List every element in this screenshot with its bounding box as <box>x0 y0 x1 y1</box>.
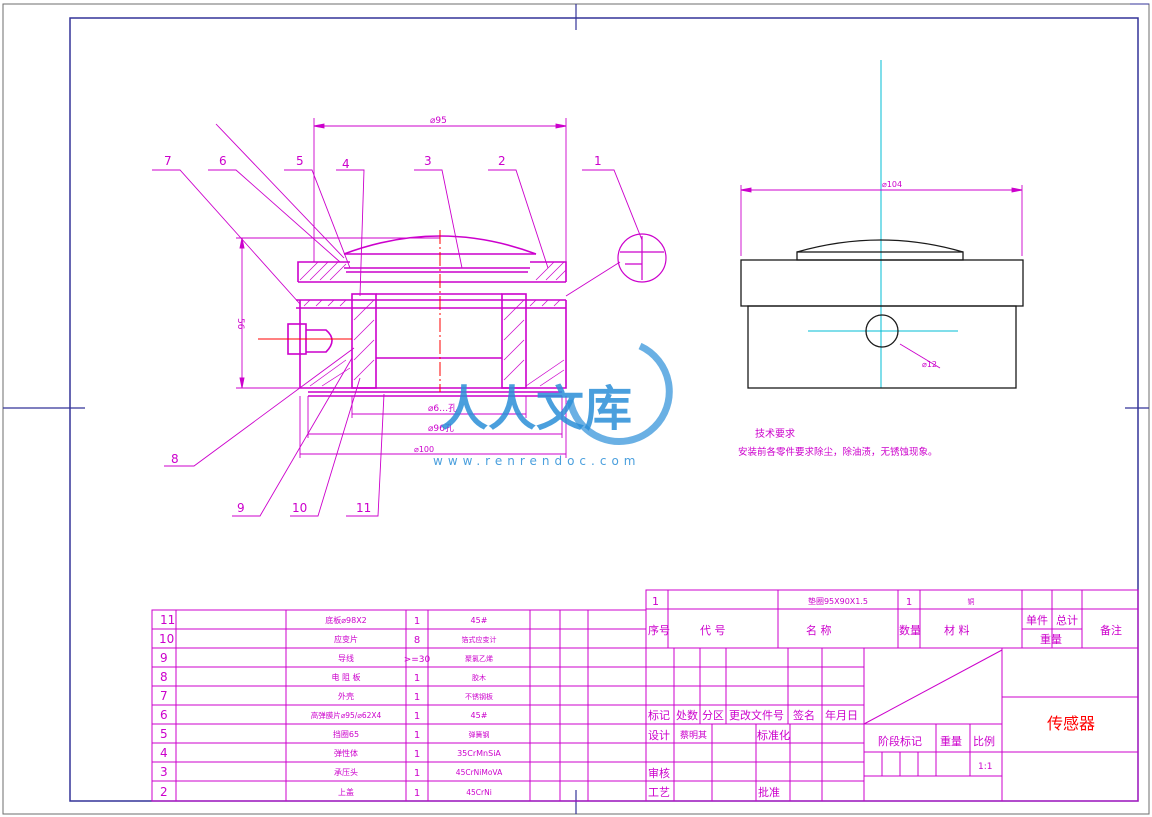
label-mark: 标记 <box>648 708 670 722</box>
parts-row-name: 导线 <box>338 653 354 663</box>
header-name: 名 称 <box>806 623 832 637</box>
watermark: 人人文库 www.renrendoc.com <box>433 342 673 468</box>
parts-row-no: 7 <box>160 689 168 703</box>
parts-row-name: 高弹膜片⌀95/⌀62X4 <box>311 710 382 720</box>
part-number-11: 11 <box>356 501 371 515</box>
parts-row-qty: >=30 <box>404 655 431 665</box>
header-qty: 数量 <box>899 624 921 637</box>
label-review: 审核 <box>648 766 670 780</box>
parts-row-material: 弹簧钢 <box>469 730 490 739</box>
parts-row-no: 8 <box>160 670 168 684</box>
header-material: 材 料 <box>944 623 970 637</box>
dim-d6: ⌀6…孔 <box>428 403 457 414</box>
header-unit: 单件 <box>1026 614 1048 627</box>
parts-row-name: 承压头 <box>334 767 358 777</box>
side-view: ⌀104 ⌀12 <box>740 60 1024 389</box>
label-standard: 标准化 <box>757 728 790 742</box>
parts-row-material: 不锈钢板 <box>465 692 493 701</box>
parts-row-no: 2 <box>160 785 168 799</box>
parts-row-material: 45# <box>471 616 488 625</box>
dim-d95: ⌀95 <box>430 116 447 126</box>
dim-d96: ⌀96孔 <box>428 423 454 434</box>
label-zone: 分区 <box>702 709 724 722</box>
parts-row-material: 45CrNiMoVA <box>456 768 503 777</box>
parts-row-material: 35CrMnSiA <box>457 749 501 758</box>
watermark-brand: 人人文库 <box>440 381 632 437</box>
parts-row-qty: 8 <box>414 635 420 646</box>
part-number-1: 1 <box>594 154 602 168</box>
part-number-10: 10 <box>292 501 307 515</box>
parts-row-qty: 1 <box>414 616 420 627</box>
part-number-5: 5 <box>296 154 304 168</box>
parts-row-material: 箔式应变计 <box>462 635 497 644</box>
parts-row-no: 9 <box>160 651 168 665</box>
title-block: 1 垫圈95X90X1.5 1 铜 序号 代 号 名 称 数量 材 料 单件 总… <box>645 589 1139 802</box>
part-number-8: 8 <box>171 452 179 466</box>
parts-row-name: 应变片 <box>334 634 358 644</box>
parts-row-material: 45CrNi <box>466 788 492 797</box>
parts-row-material: 聚氯乙烯 <box>465 654 493 663</box>
parts-row1-name: 垫圈95X90X1.5 <box>808 596 868 606</box>
dim-h56: 56 <box>235 318 245 330</box>
parts-row1-material: 铜 <box>968 597 975 606</box>
part-number-2: 2 <box>498 154 506 168</box>
parts-row-qty: 1 <box>414 788 420 799</box>
label-sign: 签名 <box>793 708 815 722</box>
parts-row-qty: 1 <box>414 749 420 760</box>
designer-name: 蔡明其 <box>680 729 707 741</box>
parts-row-no: 11 <box>160 613 175 627</box>
header-remark: 备注 <box>1100 623 1122 637</box>
header-code: 代 号 <box>700 624 726 637</box>
part-number-4: 4 <box>342 157 350 171</box>
parts-row-no: 5 <box>160 727 168 741</box>
parts-row-no: 6 <box>160 708 168 722</box>
parts-row-material: 胶木 <box>472 673 486 682</box>
tech-requirements-text: 安装前各零件要求除尘，除油渍，无锈蚀现象。 <box>738 446 938 458</box>
parts-row-no: 3 <box>160 765 168 779</box>
parts-row-name: 外壳 <box>338 691 354 701</box>
label-change-doc: 更改文件号 <box>729 708 784 722</box>
header-seq: 序号 <box>648 623 670 637</box>
parts-row-name: 电 阻 板 <box>331 672 360 682</box>
watermark-url: www.renrendoc.com <box>433 454 640 468</box>
parts-row-qty: 1 <box>414 692 420 703</box>
parts-row-name: 弹性体 <box>334 748 358 758</box>
part-number-3: 3 <box>424 154 432 168</box>
header-weight: 重量 <box>1040 632 1062 646</box>
parts-row-name: 挡圈65 <box>333 729 359 739</box>
parts-row-qty: 1 <box>414 730 420 741</box>
parts-row-qty: 1 <box>414 711 420 722</box>
parts-row-material: 45# <box>471 711 488 720</box>
parts-row-name: 底板⌀98X2 <box>325 615 367 625</box>
label-count: 处数 <box>676 709 698 722</box>
section-view: ⌀95 56 ⌀6…孔 ⌀96孔 ⌀100 7 6 5 4 3 2 1 8 9 … <box>152 116 667 517</box>
label-approve: 批准 <box>758 785 780 799</box>
parts-row-qty: 1 <box>414 673 420 684</box>
parts-row1-no: 1 <box>652 595 659 608</box>
label-date: 年月日 <box>825 708 858 722</box>
label-stage: 阶段标记 <box>878 734 922 748</box>
parts-row-no: 4 <box>160 746 168 760</box>
parts-row-qty: 1 <box>414 768 420 779</box>
scale-value: 1:1 <box>978 762 992 772</box>
part-number-7: 7 <box>164 154 172 168</box>
dim-d100: ⌀100 <box>414 445 434 454</box>
label-scale: 比例 <box>973 734 995 748</box>
parts-row-no: 10 <box>159 632 174 646</box>
tech-requirements-title: 技术要求 <box>755 427 795 440</box>
parts-list-table: 11 底板⌀98X2 1 45# 10 应变片 8 箔式应变计 9 导线 >=3… <box>151 609 647 802</box>
dim-d104: ⌀104 <box>882 180 902 189</box>
parts-row-name: 上盖 <box>338 787 354 797</box>
label-process: 工艺 <box>648 786 670 799</box>
dim-d12: ⌀12 <box>922 360 937 369</box>
label-weight: 重量 <box>940 734 962 748</box>
part-number-9: 9 <box>237 501 245 515</box>
parts-row1-qty: 1 <box>906 597 912 608</box>
part-number-6: 6 <box>219 154 227 168</box>
label-design: 设计 <box>648 729 670 742</box>
drawing-title: 传感器 <box>1047 714 1095 733</box>
header-total: 总计 <box>1056 613 1078 627</box>
